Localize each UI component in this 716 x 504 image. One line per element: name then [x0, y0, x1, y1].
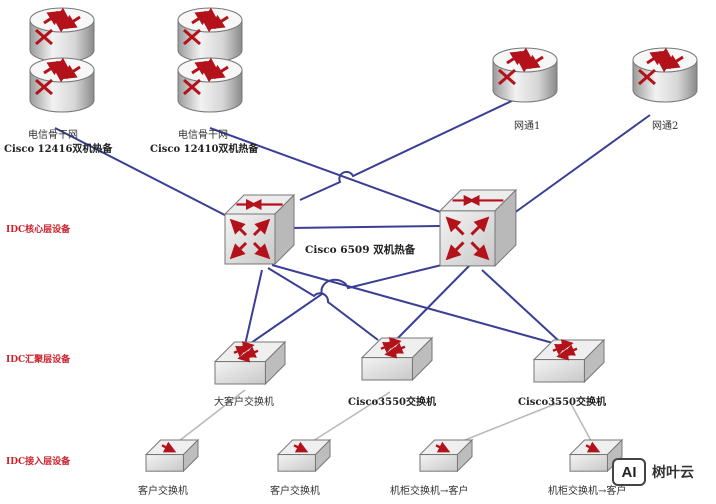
access4-label: 机柜交换机→客户 [548, 486, 627, 497]
layer-aggregation-label: IDC汇聚层设备 [6, 355, 71, 365]
access2-label: 客户交换机 [270, 486, 320, 497]
agg-switch-1 [213, 340, 287, 386]
link-agg2-access2 [301, 391, 391, 449]
telecom2-model: Cisco 12410双机热备 [150, 144, 259, 155]
access-switch-1 [144, 438, 200, 473]
link-netcom1-core-left [299, 97, 519, 201]
netcom1-router [492, 47, 558, 103]
core-switch-label: Cisco 6509 双机热备 [305, 244, 416, 256]
core-switch-left [223, 193, 296, 266]
link-agg1-access1 [169, 389, 246, 449]
agg1-label: 大客户交换机 [214, 397, 274, 408]
link-coreL-agg2 [267, 267, 379, 341]
layer-core-label: IDC核心层设备 [6, 225, 71, 235]
agg-switch-2 [360, 336, 434, 382]
netcom1-label: 网通1 [514, 121, 541, 132]
watermark-text: 树叶云 [652, 465, 694, 481]
link-core-interconnect [289, 225, 441, 229]
telecom1-name: 电信骨干网 [28, 130, 78, 141]
access-switch-4 [568, 438, 624, 473]
access3-label: 机柜交换机→客户 [390, 486, 469, 497]
agg-switch-3 [532, 338, 606, 384]
watermark-badge: AI [612, 458, 646, 486]
telecom2-router-bottom [177, 57, 243, 113]
link-coreL-agg3 [271, 264, 561, 346]
link-coreR-agg2 [395, 264, 471, 341]
link-telecom1-core-left [54, 127, 259, 233]
access1-label: 客户交换机 [138, 486, 188, 497]
netcom2-router [632, 47, 698, 103]
access-switch-2 [276, 438, 332, 473]
agg3-label: Cisco3550交换机 [518, 397, 606, 408]
links-group [54, 97, 651, 449]
agg2-label: Cisco3550交换机 [348, 397, 436, 408]
link-coreR-agg1 [247, 259, 463, 346]
telecom1-model: Cisco 12416双机热备 [4, 144, 113, 155]
core-switch-right [438, 188, 518, 268]
access-switch-3 [418, 438, 474, 473]
link-netcom2-core-right [509, 114, 651, 217]
link-telecom2-core-right [209, 127, 469, 223]
telecom1-router-bottom [29, 57, 95, 113]
devices-group [29, 7, 698, 473]
telecom2-router-top [177, 7, 243, 63]
netcom2-label: 网通2 [652, 121, 679, 132]
link-coreR-agg3 [481, 269, 561, 343]
telecom2-name: 电信骨干网 [178, 130, 228, 141]
telecom1-router-top [29, 7, 95, 63]
watermark: AI 树叶云 [612, 456, 712, 488]
layer-access-label: IDC接入层设备 [6, 457, 71, 467]
link-coreL-agg1 [244, 269, 263, 346]
